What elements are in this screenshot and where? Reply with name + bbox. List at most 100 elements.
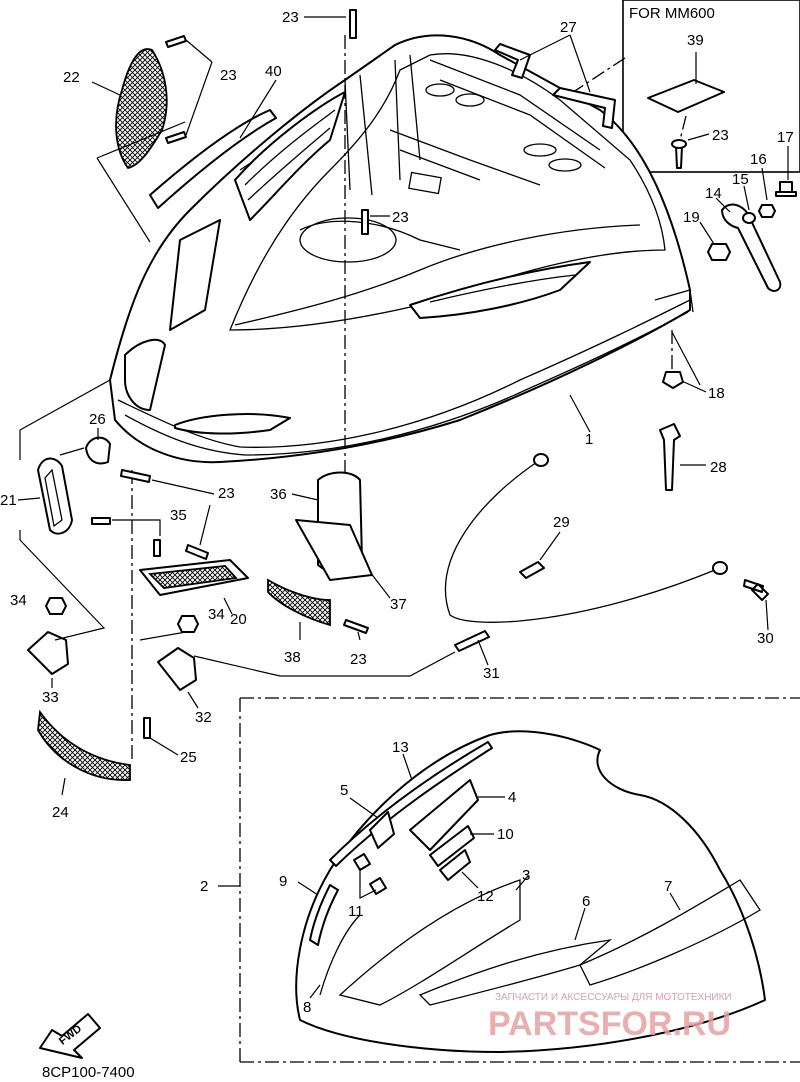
leader-24 — [61, 777, 66, 796]
part-1-hood — [109, 34, 694, 464]
rivet-head — [671, 139, 687, 149]
decal-10 — [429, 825, 475, 867]
leader-13 — [402, 753, 413, 781]
decal-9 — [309, 884, 339, 946]
leader-25 — [149, 737, 179, 756]
decal-set-box: 2 3 6 7 13 4 10 12 5 — [200, 697, 800, 1063]
part-28-tie — [659, 423, 681, 491]
leader-21 — [17, 497, 41, 501]
leader-23e — [151, 479, 215, 495]
dash-inset — [679, 115, 687, 141]
leader-18 — [683, 381, 707, 393]
part-40-strip — [149, 109, 277, 209]
leader-23f — [199, 504, 211, 546]
callout-40: 40 — [265, 63, 282, 80]
decal-4 — [409, 779, 479, 851]
callout-3: 3 — [522, 867, 530, 884]
callout-24: 24 — [52, 804, 69, 821]
callout-25: 25 — [180, 749, 197, 766]
callout-27: 27 — [560, 19, 577, 36]
leader-11 — [359, 868, 377, 899]
callout-10: 10 — [497, 826, 514, 843]
part-29-cable — [444, 459, 716, 623]
part-17-bolt — [775, 181, 797, 197]
leader-31 — [477, 639, 489, 666]
mm600-inset: FOR MM600 39 23 — [622, 0, 800, 173]
part-20-grille-mesh — [148, 565, 238, 589]
leader-1 — [569, 394, 591, 433]
leader-5 — [349, 797, 379, 819]
callout-33: 33 — [42, 689, 59, 706]
part-34-nut-a — [45, 597, 67, 615]
leader-32 — [187, 691, 199, 709]
callout-18: 18 — [708, 385, 725, 402]
gasket-inner — [44, 468, 63, 528]
decal-hood-outline — [295, 730, 766, 1053]
part-23-rivet-inset — [675, 145, 683, 169]
callout-12: 12 — [477, 888, 494, 905]
part-26-clip — [85, 436, 111, 465]
callout-13: 13 — [392, 739, 409, 756]
decal-8 — [319, 914, 361, 996]
callout-21: 21 — [0, 492, 17, 509]
part-21-gasket — [37, 457, 73, 535]
callout-28: 28 — [710, 459, 727, 476]
decal-6 — [418, 939, 613, 1006]
callout-23b: 23 — [282, 9, 299, 26]
leader-20 — [223, 597, 233, 615]
callout-36: 36 — [270, 486, 287, 503]
cable-eye-right — [712, 561, 728, 575]
rivet-23d — [343, 619, 369, 634]
part-16-nut — [758, 204, 776, 218]
watermark-logo: PARTSFOR.RU — [488, 1005, 731, 1043]
part-35-screw-b — [153, 539, 161, 557]
callout-34a: 34 — [10, 592, 27, 609]
callout-30: 30 — [757, 630, 774, 647]
callout-37: 37 — [390, 596, 407, 613]
callout-17: 17 — [777, 129, 794, 146]
cable-eye-top — [533, 453, 549, 467]
callout-16: 16 — [750, 151, 767, 168]
leader-22 — [91, 81, 121, 96]
callout-14: 14 — [705, 185, 722, 202]
leader-15 — [743, 185, 750, 211]
decal-box-border — [239, 697, 800, 1063]
decal-5 — [369, 811, 395, 849]
part-25-rivet — [143, 717, 151, 739]
leader-18b — [671, 331, 701, 386]
callout-20: 20 — [230, 611, 247, 628]
leader-19 — [699, 221, 715, 245]
leader-7 — [669, 892, 681, 911]
leader-12 — [461, 871, 479, 889]
callout-5: 5 — [340, 782, 348, 799]
callout-26: 26 — [89, 411, 106, 428]
callout-39: 39 — [687, 32, 704, 49]
catalog-code: 8CP100-7400 — [42, 1064, 135, 1081]
callout-34b: 34 — [208, 606, 225, 623]
leader-14 — [715, 197, 731, 213]
rivet-23f — [185, 544, 209, 560]
callout-38: 38 — [284, 649, 301, 666]
callout-32: 32 — [195, 709, 212, 726]
rivets-23-top — [165, 9, 369, 235]
fwd-arrow: FWD — [39, 1013, 101, 1059]
connector-lines-b — [19, 379, 111, 540]
decal-12 — [439, 849, 471, 881]
callout-23d: 23 — [350, 651, 367, 668]
part-22-mesh — [115, 48, 168, 170]
callout-23-inset: 23 — [712, 127, 729, 144]
part-27-handle-a — [494, 43, 531, 79]
callout-4: 4 — [508, 789, 516, 806]
part-14-strap — [721, 203, 782, 292]
part-31-spring — [454, 630, 490, 652]
leader-22b — [96, 121, 186, 243]
part-18-clip — [662, 371, 684, 389]
inset-title: FOR MM600 — [629, 5, 715, 22]
callout-22: 22 — [63, 69, 80, 86]
leader-36 — [291, 493, 319, 501]
part-27-handle-b — [552, 87, 616, 129]
callout-35: 35 — [170, 507, 187, 524]
callout-15: 15 — [732, 171, 749, 188]
leader-40 — [239, 79, 277, 139]
leader-16 — [761, 167, 768, 201]
